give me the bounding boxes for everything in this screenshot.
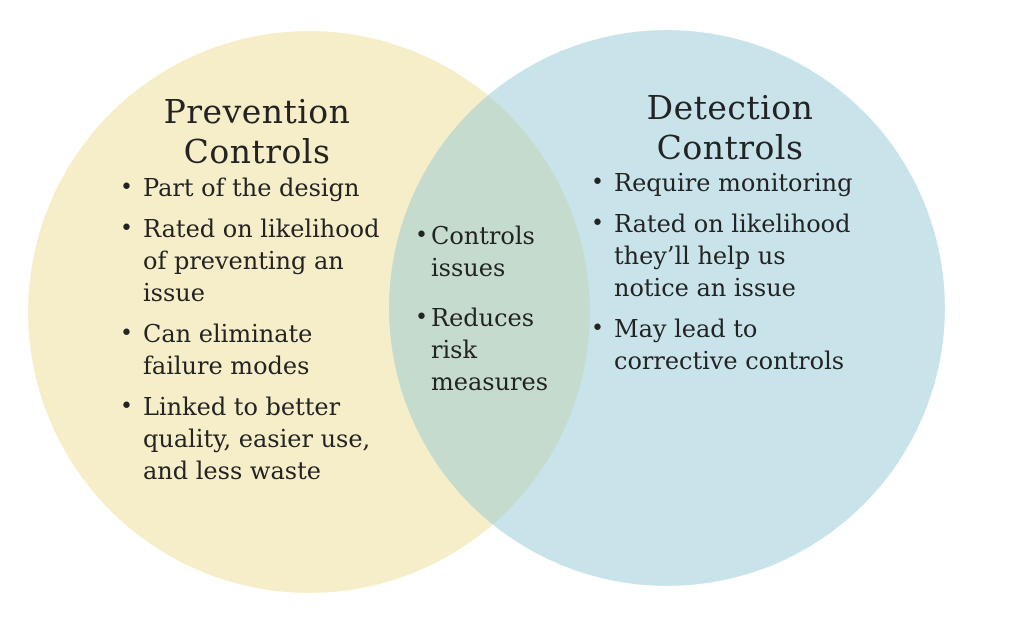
bullet-text: Part of the design — [143, 174, 360, 202]
overlap-bullet-2: • Reduces risk measures — [415, 302, 580, 398]
bullet-icon: • — [591, 170, 604, 195]
prevention-bullet-4: • Linked to better quality, easier use, … — [120, 391, 415, 487]
detection-bullet-2: • Rated on likelihood they’ll help us no… — [591, 208, 906, 304]
bullet-icon: • — [120, 394, 133, 419]
bullet-text: Can eliminate failure modes — [143, 320, 313, 380]
detection-bullet-1: • Require monitoring — [591, 167, 906, 199]
bullet-text: Rated on likelihood of preventing an iss… — [143, 215, 380, 307]
overlap-region — [389, 31, 590, 586]
prevention-bullet-list: • Part of the design • Rated on likeliho… — [120, 172, 415, 496]
bullet-text: May lead to corrective controls — [614, 315, 845, 375]
bullet-text: Controls issues — [431, 222, 535, 282]
bullet-icon: • — [415, 305, 428, 330]
prevention-title: Prevention Controls — [163, 92, 351, 171]
overlap-bullet-1: • Controls issues — [415, 220, 580, 284]
bullet-icon: • — [120, 321, 133, 346]
bullet-icon: • — [591, 316, 604, 341]
bullet-text: Require monitoring — [614, 169, 853, 197]
overlap-bullet-list: • Controls issues • Reduces risk measure… — [415, 220, 580, 416]
bullet-icon: • — [591, 211, 604, 236]
prevention-bullet-1: • Part of the design — [120, 172, 415, 204]
detection-title: Detection Controls — [646, 88, 814, 167]
bullet-icon: • — [120, 175, 133, 200]
bullet-icon: • — [120, 216, 133, 241]
bullet-text: Reduces risk measures — [431, 304, 549, 396]
prevention-bullet-3: • Can eliminate failure modes — [120, 318, 415, 382]
bullet-icon: • — [415, 223, 428, 248]
bullet-text: Linked to better quality, easier use, an… — [143, 393, 371, 485]
detection-bullet-3: • May lead to corrective controls — [591, 313, 906, 377]
bullet-text: Rated on likelihood they’ll help us noti… — [614, 210, 851, 302]
detection-bullet-list: • Require monitoring • Rated on likeliho… — [591, 167, 906, 386]
prevention-bullet-2: • Rated on likelihood of preventing an i… — [120, 213, 415, 309]
